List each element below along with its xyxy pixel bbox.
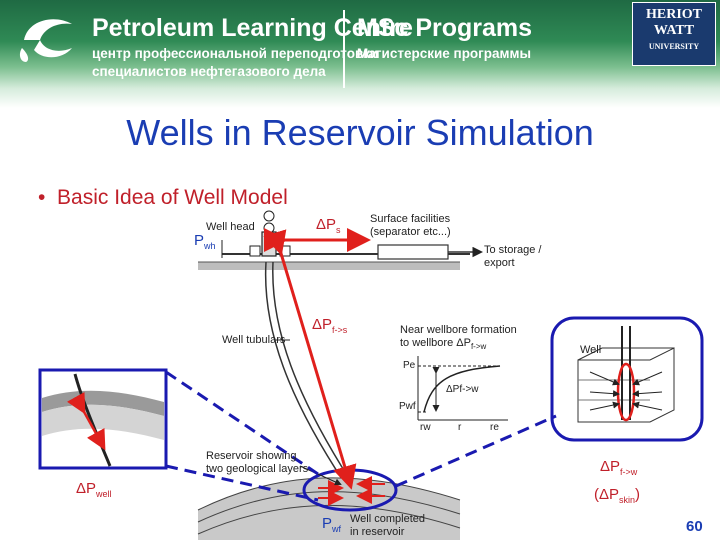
heriot-watt-logo: HERIOT WATT UNIVERSITY — [632, 2, 716, 66]
pressure-profile-graph — [417, 356, 508, 421]
program-subtitle: Магистерские программы — [357, 46, 532, 61]
graph-label-rw: rw — [420, 422, 431, 433]
label-pwf: Pwf — [322, 515, 342, 534]
label-dp-surface: ΔPs — [316, 216, 341, 235]
label-dp-f-s: ΔPf->s — [312, 316, 348, 335]
label-well-completed: Well completed — [350, 513, 425, 525]
program-title: MSc Programs — [357, 14, 533, 42]
org-title: Petroleum Learning Centre — [92, 14, 413, 42]
label-geological-layers: two geological layers — [206, 463, 309, 475]
bullet-dot: • — [38, 186, 58, 209]
zoom-box-left — [38, 368, 168, 470]
zoom-dash-bottom-left — [165, 464, 319, 502]
surface-pipeline — [222, 244, 483, 260]
label-in-reservoir: in reservoir — [350, 526, 405, 538]
ground-surface — [198, 261, 460, 270]
label-export: export — [484, 257, 515, 269]
zoom-dash-right — [395, 414, 557, 488]
label-storage: To storage / — [484, 244, 542, 256]
label-well-head: Well head — [206, 221, 255, 233]
hw-line1: HERIOT — [645, 7, 702, 22]
header-banner — [0, 0, 720, 108]
label-near-wellbore-dp: to wellbore ΔPf->w — [400, 337, 487, 352]
zoom-box-right — [550, 316, 704, 442]
graph-label-re: re — [490, 422, 499, 433]
label-dp-well: ΔPwell — [76, 480, 112, 499]
label-pwh: Pwh — [194, 232, 216, 251]
plc-logo — [14, 10, 84, 70]
label-dp-skin: (ΔPskin) — [594, 486, 641, 505]
header-separator — [343, 10, 345, 88]
graph-label-r: r — [458, 422, 462, 433]
slide-title: Wells in Reservoir Simulation — [126, 112, 594, 153]
label-near-wellbore: Near wellbore formation — [400, 324, 517, 336]
bullet-item: • Basic Idea of Well Model — [38, 186, 288, 210]
hw-line3: UNIVERSITY — [648, 42, 700, 51]
label-dp-f-w: ΔPf->w — [600, 458, 638, 477]
plc-logo-icon — [19, 19, 72, 62]
label-well-tubulars: Well tubulars — [222, 334, 286, 346]
label-reservoir: Reservoir showing — [206, 450, 297, 462]
graph-label-pwf: Pwf — [399, 401, 416, 412]
zoom-dash-top-left — [165, 370, 319, 476]
graph-label-pe: Pe — [403, 360, 416, 371]
label-well: Well — [580, 344, 602, 356]
label-separator: (separator etc...) — [370, 226, 451, 238]
tubing-dp-arrow — [263, 229, 357, 490]
hw-line2: WATT — [653, 23, 695, 38]
label-surface-facilities: Surface facilities — [370, 213, 451, 225]
org-subtitle-1: центр профессиональной переподготовки — [92, 46, 379, 61]
page-number: 60 — [686, 518, 703, 535]
graph-label-dp: ΔPf->w — [446, 384, 479, 395]
bullet-text: Basic Idea of Well Model — [57, 186, 288, 209]
org-subtitle-2: специалистов нефтегазового дела — [92, 64, 326, 79]
